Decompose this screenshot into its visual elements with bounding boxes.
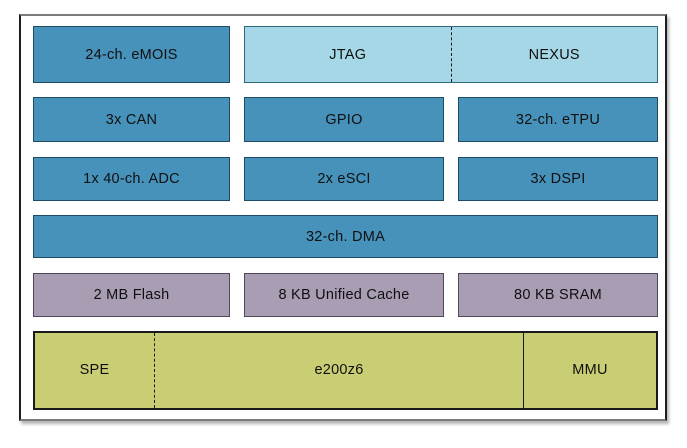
- spe-section: SPE: [79, 362, 110, 379]
- flash-block: 2 MB Flash: [33, 272, 230, 317]
- emois-block: 24-ch. eMOIS: [33, 26, 230, 83]
- adc-block: 1x 40-ch. ADC: [33, 156, 230, 201]
- row-peripherals-2: 3x CAN GPIO 32-ch. eTPU: [33, 97, 658, 143]
- nexus-block: NEXUS: [450, 27, 658, 82]
- sram-block: 80 KB SRAM: [458, 272, 658, 317]
- dma-block: 32-ch. DMA: [33, 215, 658, 259]
- row-memories: 2 MB Flash 8 KB Unified Cache 80 KB SRAM: [33, 272, 658, 317]
- dspi-block: 3x DSPI: [458, 156, 658, 201]
- mmu-section: MMU: [523, 332, 656, 408]
- diagram-frame: 24-ch. eMOIS JTAG NEXUS 3x CAN GPIO 32-c…: [19, 14, 667, 421]
- etpu-block: 32-ch. eTPU: [458, 97, 658, 143]
- jtag-block: JTAG: [329, 46, 367, 63]
- jtag-nexus-group: JTAG NEXUS: [244, 26, 658, 83]
- unified-cache-block: 8 KB Unified Cache: [244, 272, 444, 317]
- e200z6-core-section: e200z6: [154, 332, 523, 408]
- row-dma: 32-ch. DMA: [33, 215, 658, 259]
- can-block: 3x CAN: [33, 97, 230, 143]
- row-core: SPE e200z6 MMU: [33, 330, 658, 410]
- row-peripherals-3: 1x 40-ch. ADC 2x eSCI 3x DSPI: [33, 156, 658, 201]
- core-group: SPE e200z6 MMU: [33, 330, 658, 410]
- esci-block: 2x eSCI: [244, 156, 444, 201]
- gpio-block: GPIO: [244, 97, 444, 143]
- row-peripherals-1: 24-ch. eMOIS JTAG NEXUS: [33, 26, 658, 83]
